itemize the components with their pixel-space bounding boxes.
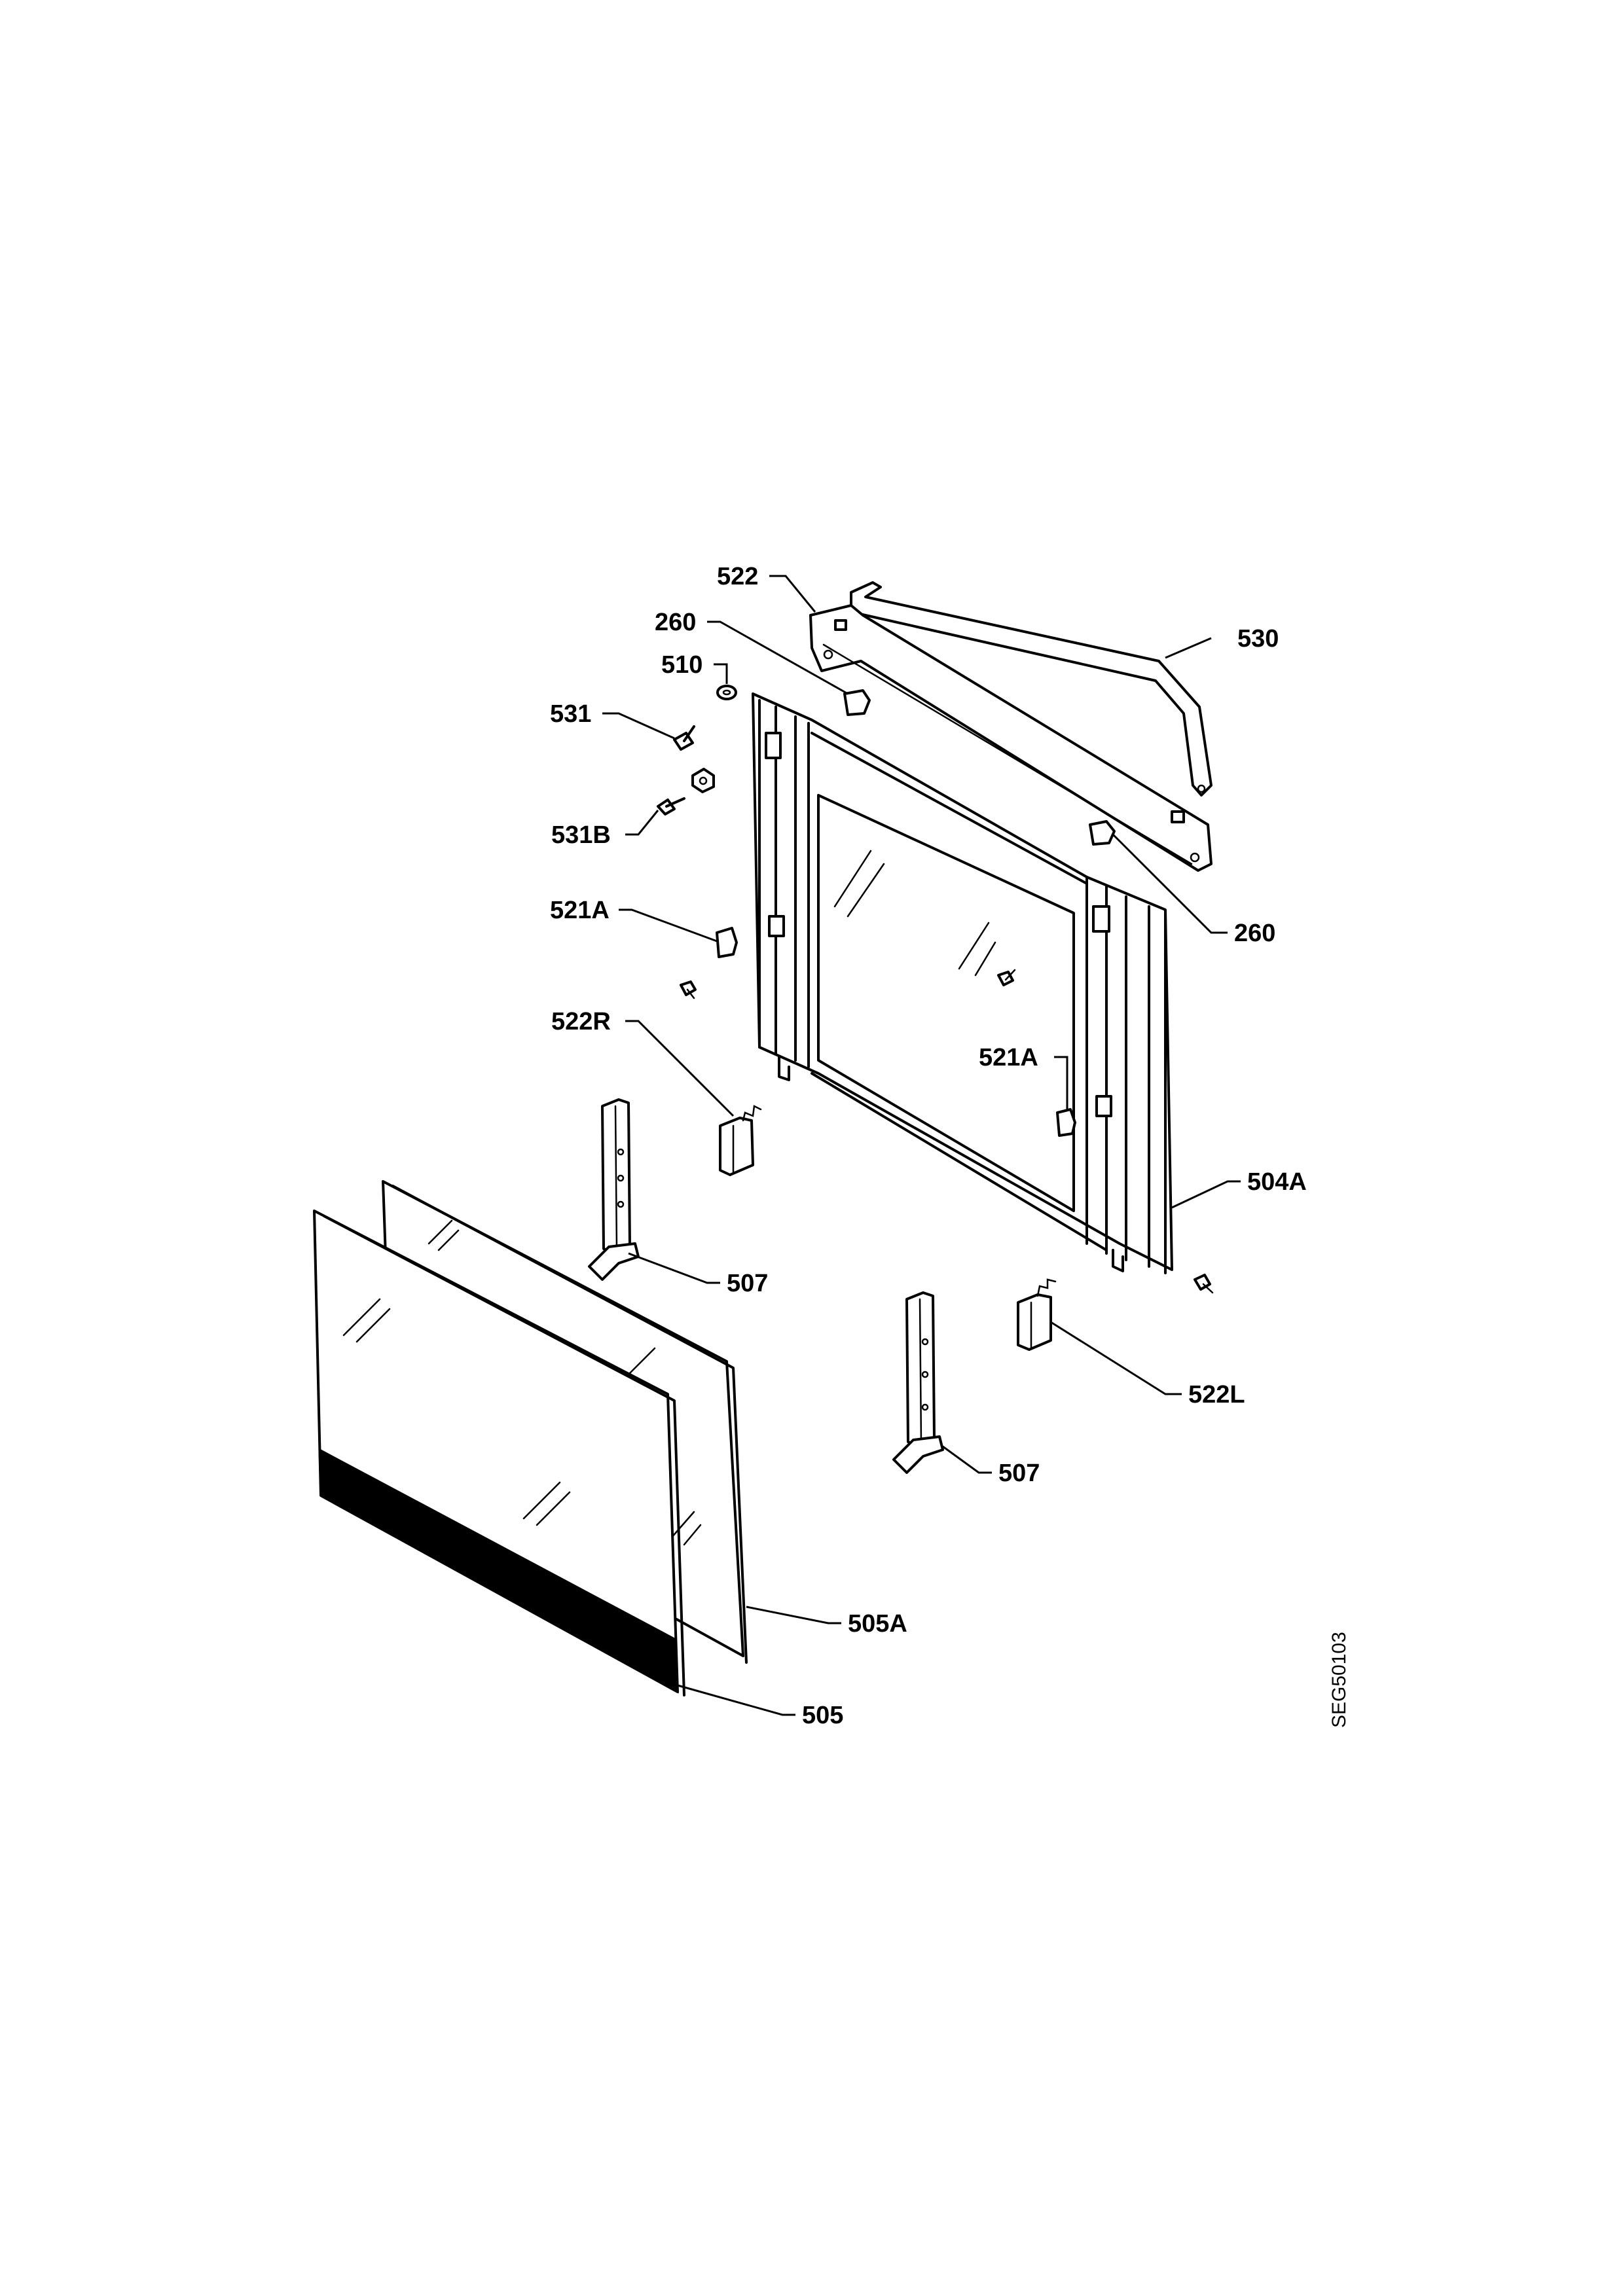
label-504a: 504A xyxy=(1247,1168,1307,1196)
label-530: 530 xyxy=(1237,625,1279,653)
drawing-code: SEG50103 xyxy=(1328,1632,1350,1728)
label-522l: 522L xyxy=(1188,1381,1245,1408)
part-nut xyxy=(691,768,715,793)
label-260-right: 260 xyxy=(1234,920,1275,947)
leader-lines xyxy=(602,575,1241,1716)
label-505: 505 xyxy=(802,1702,843,1729)
part-505-outer-glass xyxy=(313,1210,685,1696)
part-531b-screw xyxy=(657,797,685,816)
label-510: 510 xyxy=(661,651,702,679)
part-labels: 522 530 260 510 531 531B 260 521A 522R 5… xyxy=(550,563,1307,1729)
part-260-clip-top xyxy=(843,689,871,716)
part-521a-cap-mid xyxy=(1056,1108,1076,1137)
part-center-screw xyxy=(997,969,1016,986)
part-522r-bracket xyxy=(719,1105,762,1176)
label-505a: 505A xyxy=(848,1610,907,1638)
part-507-hinge-right xyxy=(892,1291,944,1474)
part-522-rail xyxy=(809,604,1213,872)
part-small-screw-right xyxy=(1194,1274,1214,1294)
part-507-hinge-left xyxy=(588,1098,640,1281)
label-531: 531 xyxy=(550,700,591,728)
part-small-screw-left xyxy=(680,980,697,999)
label-507-left: 507 xyxy=(727,1270,768,1297)
label-260-top: 260 xyxy=(655,609,696,636)
part-521a-cap-left xyxy=(716,927,738,958)
label-522r: 522R xyxy=(551,1008,611,1035)
part-510-washer xyxy=(716,685,737,700)
part-260-clip-right xyxy=(1089,820,1116,846)
label-507-right: 507 xyxy=(998,1460,1040,1487)
part-530-handle xyxy=(850,581,1213,797)
part-522l-bracket xyxy=(1017,1278,1057,1351)
label-521a-left: 521A xyxy=(550,897,610,924)
label-521a-mid: 521A xyxy=(979,1044,1038,1071)
label-522: 522 xyxy=(717,563,758,590)
part-531-screw xyxy=(673,725,695,751)
label-531b: 531B xyxy=(551,821,611,849)
